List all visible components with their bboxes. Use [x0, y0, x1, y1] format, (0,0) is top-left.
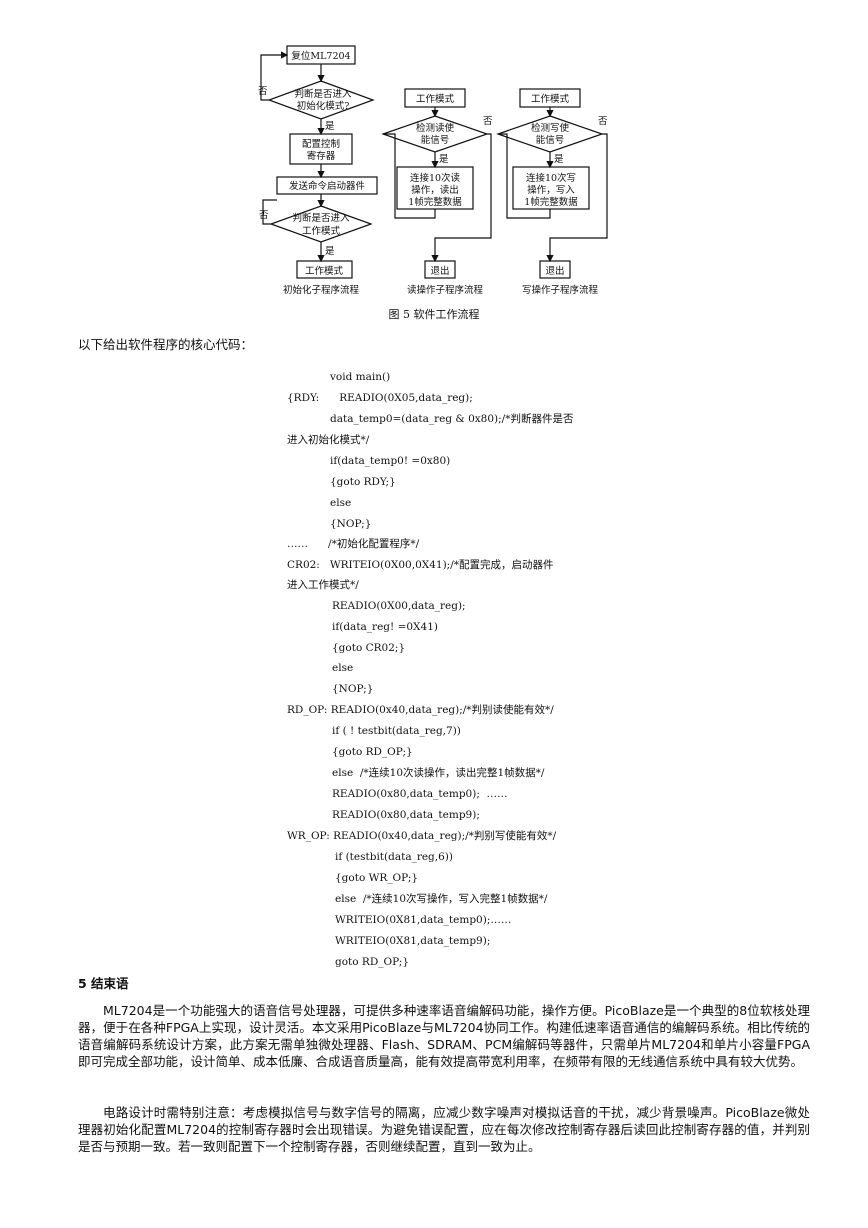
init-yes-label: 是 [325, 121, 335, 132]
code-line: if(data_temp0! =0x80) [330, 455, 451, 467]
write-op-line2: 操作，写入 [527, 184, 575, 196]
write-decision [496, 115, 604, 153]
code-line: READIO(0x80,data_temp0); …… [332, 788, 508, 800]
write-no-label: 否 [598, 116, 608, 127]
paragraph: 电路设计时需特别注意：考虑模拟信号与数字信号的隔离，应减少数字噪声对模拟话音的干… [78, 1105, 810, 1154]
code-line: {goto RD_OP;} [332, 746, 413, 758]
read-decision-line2: 能信号 [421, 134, 450, 146]
write-decision-line2: 能信号 [536, 134, 565, 146]
read-op-line1: 连接10次读 [410, 172, 461, 184]
read-decision [381, 115, 489, 153]
code-line: else /*连续10次读操作，读出完整1帧数据*/ [332, 767, 545, 779]
code-line: if(data_reg! =0X41) [332, 621, 438, 633]
write-flow-caption: 写操作子程序流程 [522, 284, 599, 296]
work-yes-label: 是 [325, 246, 335, 257]
read-no-label: 否 [483, 116, 493, 127]
intro-text: 以下给出软件程序的核心代码： [78, 337, 254, 352]
reset-label: 复位ML7204 [291, 50, 350, 62]
read-exit-label: 退出 [430, 265, 449, 277]
code-line: {NOP;} [330, 518, 372, 530]
code-line: READIO(0x80,data_temp9); [332, 809, 480, 821]
code-line: WRITEIO(0X81,data_temp9); [335, 935, 491, 947]
work-decision-line2: 工作模式 [302, 225, 341, 237]
write-op-box [512, 166, 590, 210]
send-cmd-box [276, 176, 378, 195]
init-no-label: 否 [258, 86, 268, 97]
send-cmd-label: 发送命令启动器件 [289, 180, 366, 192]
section-heading: 5 结束语 [78, 976, 129, 991]
code-line: 进入初始化模式*/ [287, 434, 370, 446]
work-mode-box [296, 260, 353, 279]
read-decision-line1: 检测读使 [416, 122, 455, 134]
write-exit-label: 退出 [545, 265, 564, 277]
code-line: else [330, 497, 352, 509]
write-op-line1: 连接10次写 [526, 172, 576, 184]
init-decision-line1: 判断是否进入 [294, 88, 352, 100]
init-decision [267, 80, 375, 120]
code-line: 进入工作模式*/ [287, 579, 359, 591]
init-decision-line2: 初始化模式? [297, 100, 350, 112]
code-line: void main() [330, 371, 391, 383]
code-line: {goto WR_OP;} [335, 872, 419, 884]
read-exit-box [424, 260, 456, 279]
code-line: data_temp0=(data_reg & 0x80);/*判断器件是否 [330, 413, 574, 425]
code-line: {NOP;} [332, 683, 374, 695]
code-line: if (testbit(data_reg,6)) [335, 851, 453, 863]
code-line: {goto CR02;} [332, 642, 406, 654]
code-line: else [332, 662, 354, 674]
code-line: else /*连续10次写操作，写入完整1帧数据*/ [335, 893, 548, 905]
write-exit-box [539, 260, 571, 279]
code-line: {RDY: READIO(0X05,data_reg); [287, 392, 473, 404]
figure-caption: 图 5 软件工作流程 [388, 308, 480, 321]
work-decision-line1: 判断是否进入 [292, 212, 350, 224]
config-line1: 配置控制 [302, 138, 340, 150]
read-flow-caption: 读操作子程序流程 [407, 284, 484, 296]
write-op-line3: 1帧完整数据 [524, 196, 578, 208]
software-flowchart: 复位ML7204 判断是否进入 初始化模式? 否 是 配置控制 寄存器 发送命令… [258, 45, 608, 296]
read-yes-label: 是 [439, 154, 449, 165]
init-flow-caption: 初始化子程序流程 [283, 284, 360, 296]
write-decision-line1: 检测写使 [531, 122, 570, 134]
code-line: WRITEIO(0X81,data_temp0);…… [335, 914, 512, 926]
code-line: WR_OP: READIO(0x40,data_reg);/*判别写使能有效*/ [287, 830, 557, 842]
read-work-mode-label: 工作模式 [416, 93, 455, 105]
code-line: CR02: WRITEIO(0X00,0X41);/*配置完成，启动器件 [287, 559, 554, 571]
work-no-label: 否 [259, 210, 269, 221]
work-mode-label: 工作模式 [305, 265, 344, 277]
read-op-line2: 操作，读出 [411, 184, 459, 196]
code-line: if ( ! testbit(data_reg,7)) [332, 725, 461, 737]
code-line: …… /*初始化配置程序*/ [287, 538, 420, 550]
paragraph: ML7204是一个功能强大的语音信号处理器，可提供多种速率语音编解码功能，操作方… [78, 1003, 810, 1069]
code-line: READIO(0X00,data_reg); [332, 600, 466, 612]
code-line: {goto RDY;} [330, 476, 396, 488]
write-work-mode-label: 工作模式 [531, 93, 570, 105]
config-line2: 寄存器 [307, 150, 336, 162]
read-op-line3: 1帧完整数据 [408, 196, 462, 208]
write-yes-label: 是 [554, 154, 564, 165]
code-line: RD_OP: READIO(0x40,data_reg);/*判别读使能有效*/ [287, 704, 554, 716]
code-line: goto RD_OP;} [335, 956, 410, 968]
